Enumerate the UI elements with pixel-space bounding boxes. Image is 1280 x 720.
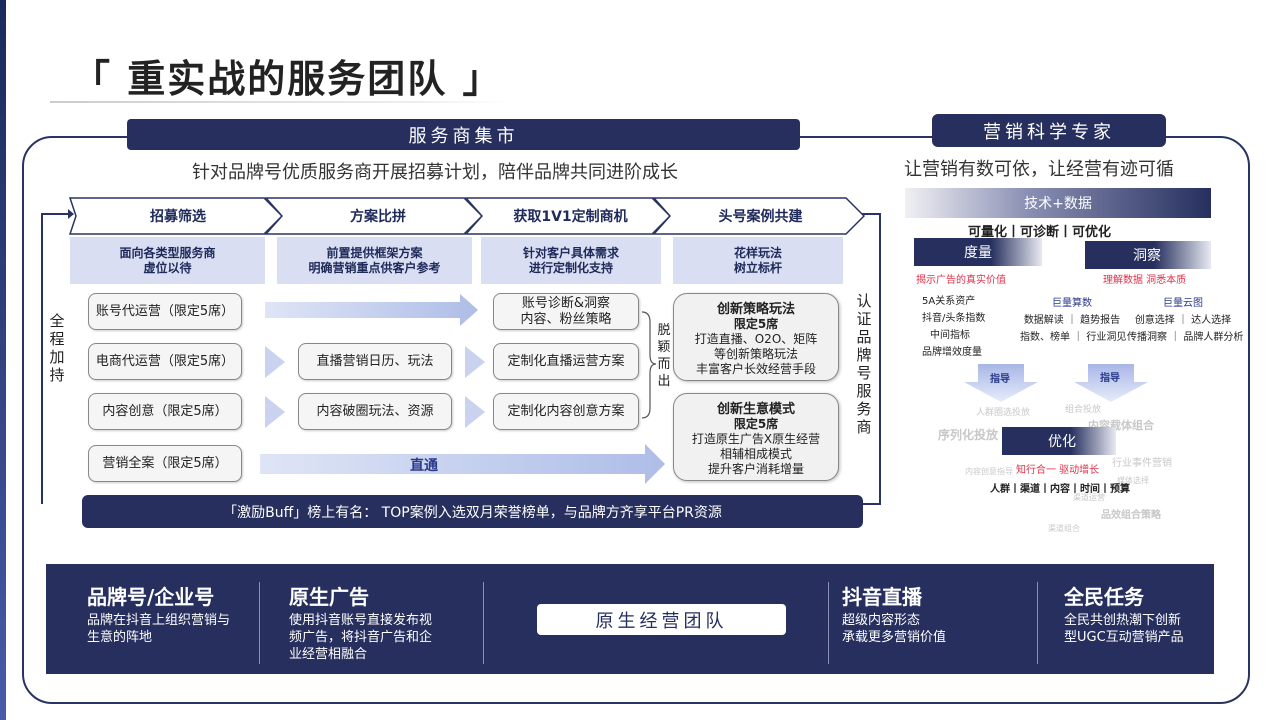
guide-label-2: 指导 [1100, 373, 1120, 384]
faded-5: 内容创意指导 [965, 467, 1013, 476]
band-divider-4 [1037, 582, 1038, 664]
left-accent-bar [0, 0, 6, 720]
row-full-marketing: 营销全案（限定5席） [88, 445, 242, 482]
direct-label: 直通 [410, 458, 438, 474]
yuntu-block: 巨量云图 创意选择 ｜ 达人选择 传播洞察 ｜ 品牌人群分析 [1127, 298, 1244, 343]
stage-desc-2: 前置提供框架方案明确营销重点供客户参考 [277, 237, 472, 284]
product-native-ads: 原生广告 使用抖音账号直接发布视频广告，将抖音广告和企业经营相融合 [289, 585, 433, 662]
case-strategy-seats: 限定5席 [733, 317, 779, 331]
optimize-note: 知行合一 驱动增长 [1016, 465, 1100, 476]
page-title: 「 重实战的服务团队 」 [72, 57, 503, 101]
guide-label-1: 指导 [990, 374, 1010, 385]
stage-compare: 方案比拼 [350, 209, 406, 225]
case-business-title: 创新生意模式 [716, 402, 795, 417]
buff-banner: 「激励Buff」榜上有名： TOP案例入选双月荣誉榜单，与品牌方齐享平台PR资源 [82, 495, 863, 528]
stage-bar: 招募筛选 方案比拼 获取1V1定制商机 头号案例共建 [68, 197, 868, 235]
native-ops-team-badge: 原生经营团队 [537, 604, 786, 635]
product-brand-account: 品牌号/企业号 品牌在抖音上组织营销与生意的阵地 [87, 585, 231, 645]
custom-account: 账号诊断&洞察内容、粉丝策略 [493, 293, 639, 330]
optimize-line: 人群丨渠道丨内容丨时间丨预算 [990, 484, 1130, 495]
faded-6: 行业事件营销 [1112, 458, 1172, 469]
faded-1: 人群圈选投放 [976, 408, 1031, 418]
custom-content: 定制化内容创意方案 [493, 393, 639, 430]
product-mass-tasks: 全民任务 全民共创热潮下创新型UGC互动营销产品 [1064, 585, 1184, 645]
tech-tags: 可量化丨可诊断丨可优化 [968, 225, 1112, 240]
plan-content: 内容破圈玩法、资源 [298, 393, 452, 430]
band-divider-2 [483, 582, 484, 664]
flow-arrows [260, 294, 665, 484]
product-live: 抖音直播 超级内容形态承载更多营销价值 [842, 585, 947, 645]
expert-subtitle: 让营销有数可依，让经营有迹可循 [904, 159, 1174, 180]
stage-desc-1: 面向各类型服务商虚位以待 [70, 237, 265, 284]
faded-10: 渠道组合 [1048, 524, 1080, 533]
tech-data-bar: 技术+数据 [905, 188, 1211, 218]
optimize-tag: 优化 [1002, 427, 1116, 455]
insight-note: 理解数据 洞悉本质 [1103, 275, 1187, 286]
stage-case: 头号案例共建 [718, 209, 803, 225]
stage-recruit: 招募筛选 [150, 209, 206, 225]
stand-out-label: 脱颖而出 [657, 323, 671, 389]
measure-note: 揭示广告的真实价值 [916, 275, 1006, 286]
case-strategy-title: 创新策略玩法 [716, 302, 795, 317]
insight-tag: 洞察 [1085, 241, 1211, 269]
plan-ecommerce: 直播营销日历、玩法 [298, 343, 452, 380]
custom-ecommerce: 定制化直播运营方案 [493, 343, 639, 380]
suanshu-block: 巨量算数 数据解读 ｜ 趋势报告 指数、榜单 ｜ 行业洞见 [1020, 298, 1127, 343]
stage-chevrons [68, 197, 866, 235]
measure-tag: 度量 [914, 238, 1042, 266]
case-business-box: 创新生意模式 限定5席 打造原生广告X原生经营 相辅相成模式 提升客户消耗增量 [673, 393, 839, 481]
band-divider-1 [259, 582, 260, 664]
row-ecommerce-ops: 电商代运营（限定5席） [88, 343, 242, 380]
case-business-seats: 限定5席 [733, 417, 779, 431]
faded-7: 媒体选择 [1117, 476, 1149, 485]
row-content-creative: 内容创意（限定5席） [88, 393, 242, 430]
loop-arrow [41, 209, 881, 505]
faded-9: 渠道运营 [1073, 493, 1105, 502]
faded-8: 品效组合策略 [1101, 510, 1161, 521]
bracket [641, 311, 657, 419]
side-label-right: 认证品牌号服务商 [856, 292, 872, 436]
market-header: 服务商集市 [127, 119, 800, 150]
faded-2: 组合投放 [1065, 405, 1102, 415]
guide-arrows [964, 364, 1148, 402]
band-divider-3 [828, 582, 829, 664]
faded-3: 序列化投放 [938, 428, 999, 442]
expert-header: 营销科学专家 [932, 114, 1166, 147]
market-subtitle: 针对品牌号优质服务商开展招募计划，陪伴品牌共同进阶成长 [192, 162, 678, 183]
side-label-left: 全程加持 [49, 312, 65, 384]
title-underline [50, 101, 510, 103]
stage-desc-3: 针对客户具体需求进行定制化支持 [481, 237, 661, 284]
stage-opportunity: 获取1V1定制商机 [513, 209, 628, 225]
case-strategy-box: 创新策略玩法 限定5席 打造直播、O2O、矩阵 等创新策略玩法 丰富客户长效经营… [673, 293, 839, 381]
measure-items: 5A关系资产 抖音/头条指数 中间指标 品牌增效度量 [922, 296, 986, 358]
stage-desc-4: 花样玩法树立标杆 [673, 237, 843, 284]
row-account-ops: 账号代运营（限定5席） [88, 293, 242, 330]
